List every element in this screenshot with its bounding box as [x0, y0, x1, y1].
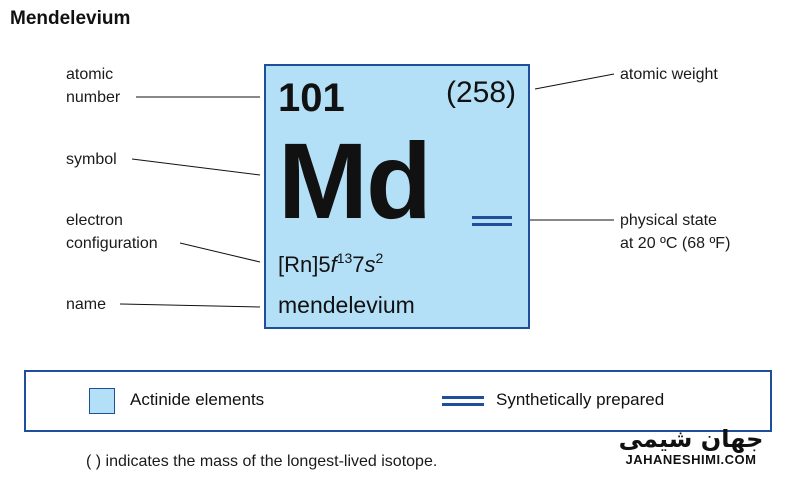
color-swatch-icon [89, 388, 115, 414]
electron-configuration: [Rn]5f137s2 [278, 250, 383, 278]
physical-state-label: physical state at 20 ºC (68 ºF) [620, 209, 730, 255]
double-bar-icon [472, 216, 512, 226]
legend: Actinide elements Synthetically prepared [24, 370, 772, 432]
config-f-exponent: 13 [336, 250, 353, 266]
physical-state-label-line2: at 20 ºC (68 ºF) [620, 235, 731, 252]
config-f-orbital: f [330, 252, 337, 277]
atomic-weight: (258) [445, 76, 516, 109]
symbol-leader [131, 158, 261, 176]
watermark-latin: JAHANESHIMI.COM [625, 452, 757, 467]
atomic-number-label: atomic number [66, 63, 120, 109]
atomic-number: 101 [278, 76, 345, 120]
atomic-number-label-line2: number [66, 89, 121, 106]
legend-synthetic-label: Synthetically prepared [496, 390, 665, 409]
config-seven: 7 [352, 252, 365, 277]
physical-state-label-line1: physical state [620, 212, 717, 229]
config-s-orbital: s [364, 252, 376, 277]
element-name: mendelevium [278, 292, 415, 318]
electron-configuration-label: electron configuration [66, 209, 158, 255]
footnote: ( ) indicates the mass of the longest-li… [86, 453, 438, 470]
name-label: name [66, 296, 107, 313]
double-bar-icon [442, 396, 484, 406]
watermark-logo: جهان شیمی JAHANESHIMI.COM [612, 426, 770, 476]
page-title: Mendelevium [10, 8, 131, 29]
legend-actinide-label: Actinide elements [130, 390, 265, 409]
name-leader [119, 303, 261, 308]
atomic-weight-label: atomic weight [620, 66, 718, 83]
electron-config-leader [179, 242, 261, 263]
symbol-label: symbol [66, 151, 117, 168]
element-symbol: Md [278, 120, 432, 241]
watermark-persian: جهان شیمی [618, 425, 764, 453]
config-core: [Rn]5 [278, 252, 331, 277]
atomic-number-label-line1: atomic [66, 66, 114, 83]
atomic-weight-leader [534, 73, 615, 90]
electron-config-label-line2: configuration [66, 235, 158, 252]
config-s-exponent: 2 [375, 250, 384, 266]
electron-config-label-line1: electron [66, 212, 123, 229]
element-tile: 101 (258) Md [Rn]5f137s2 mendelevium [264, 64, 530, 329]
